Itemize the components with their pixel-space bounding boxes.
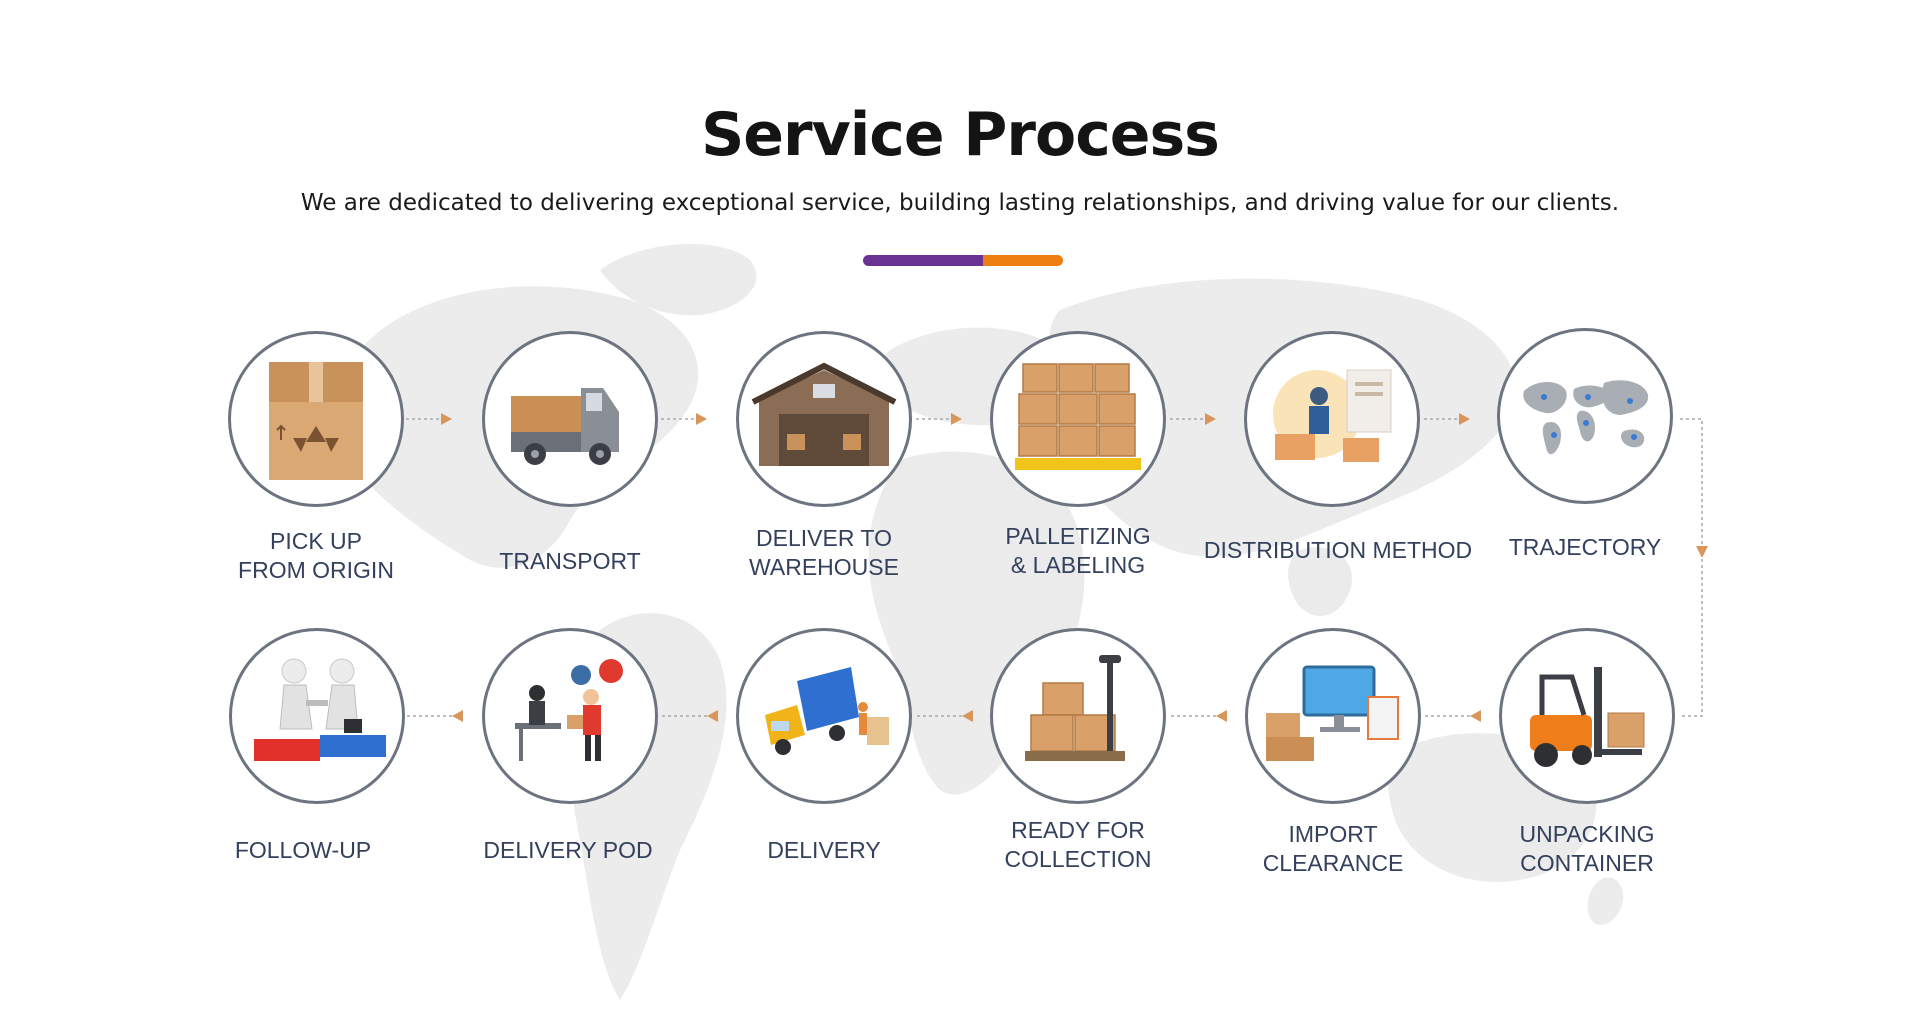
worker-desk-icon xyxy=(1273,369,1392,462)
step-circle-delivery xyxy=(736,628,912,804)
step-label-transport: TRANSPORT xyxy=(499,548,641,574)
step-circle-deliver-to-warehouse xyxy=(736,331,912,507)
handshake-puzzle-icon xyxy=(254,658,386,761)
step-label-follow-up: FOLLOW-UP xyxy=(234,837,372,863)
delivery-truck-icon xyxy=(765,667,889,755)
step-label-deliver-to-warehouse: DELIVER TO WAREHOUSE xyxy=(749,525,899,580)
accent-divider-purple xyxy=(863,255,983,266)
step-circle-import-clearance xyxy=(1245,628,1421,804)
truck-icon xyxy=(511,388,619,465)
step-circle-transport xyxy=(482,331,658,507)
world-routes-icon xyxy=(1523,380,1649,455)
page-title: Service Process xyxy=(701,100,1220,170)
step-circle-palletizing xyxy=(990,331,1166,507)
step-label-trajectory: TRAJECTORY xyxy=(1508,534,1662,560)
handover-desk-icon xyxy=(515,659,623,761)
step-circle-trajectory xyxy=(1497,328,1673,504)
forklift-icon xyxy=(1530,667,1645,767)
accent-divider xyxy=(863,255,1063,266)
step-circle-unpacking-container xyxy=(1499,628,1675,804)
page-subtitle: We are dedicated to delivering exception… xyxy=(300,190,1620,216)
pallet-boxes-icon xyxy=(1015,363,1141,470)
step-label-unpacking-container: UNPACKING CONTAINER xyxy=(1519,821,1655,876)
step-circle-pick-up xyxy=(228,331,404,507)
hand-pallet-icon xyxy=(1025,655,1125,761)
accent-divider-orange xyxy=(983,255,1063,266)
step-label-delivery-pod: DELIVERY POD xyxy=(483,837,653,863)
step-label-ready-for-collection: READY FOR COLLECTION xyxy=(1004,817,1152,872)
step-circle-delivery-pod xyxy=(482,628,658,804)
step-circle-distribution-method xyxy=(1244,331,1420,507)
step-label-pick-up: PICK UP FROM ORIGIN xyxy=(238,528,394,583)
step-circle-follow-up xyxy=(229,628,405,804)
monitor-clipboard-icon xyxy=(1266,665,1399,761)
recycle-box-icon xyxy=(269,362,363,480)
step-circle-ready-for-collection xyxy=(990,628,1166,804)
step-label-delivery: DELIVERY xyxy=(767,837,881,863)
step-label-palletizing: PALLETIZING & LABELING xyxy=(1005,523,1151,578)
step-label-distribution-method: DISTRIBUTION METHOD xyxy=(1203,537,1473,563)
step-label-import-clearance: IMPORT CLEARANCE xyxy=(1262,821,1404,876)
warehouse-icon xyxy=(751,362,897,466)
